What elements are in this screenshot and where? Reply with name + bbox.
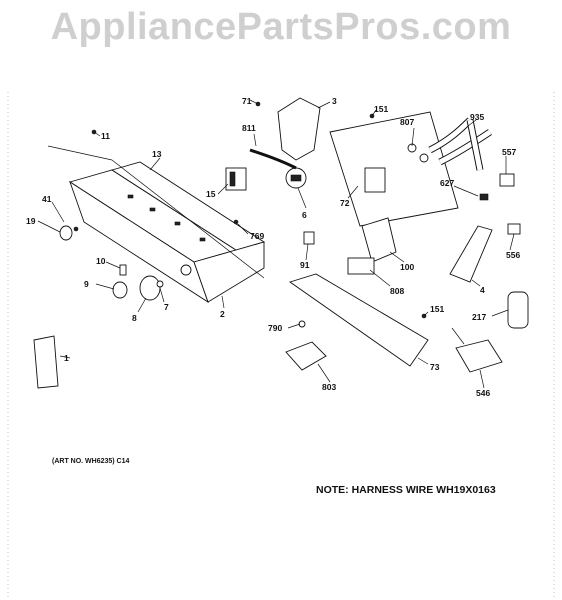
spring-9	[119, 264, 127, 276]
label-6: 7	[164, 302, 169, 312]
timer-part	[361, 217, 397, 263]
clip-6	[156, 280, 164, 288]
switch-part	[225, 167, 247, 191]
label-72: 72	[340, 198, 350, 208]
connector-557-part	[499, 173, 515, 187]
valve-part	[347, 257, 375, 275]
label-71: 71	[242, 96, 252, 106]
washer-807b	[419, 153, 429, 163]
part-labels: 11 13 41 19 10 9 8 7 1 2 15 811 71 3 6 7…	[26, 96, 520, 398]
stand-part	[449, 225, 493, 283]
knob-19	[59, 225, 73, 241]
label-807: 807	[400, 117, 414, 127]
label-803: 803	[322, 382, 336, 392]
knob-parts	[59, 225, 164, 301]
lower-panel-part	[288, 273, 429, 367]
harness-part	[455, 339, 503, 373]
backsplash-part	[329, 111, 459, 227]
art-number-caption: (ART NO. WH6235) C14	[52, 458, 130, 465]
label-7: 8	[132, 313, 137, 323]
inlet-hoses-part	[428, 117, 492, 171]
label-10: 6	[302, 210, 307, 220]
label-769: 769	[250, 231, 264, 241]
label-811: 811	[242, 123, 256, 133]
label-19: 19	[26, 216, 36, 226]
label-4: 4	[480, 285, 485, 295]
label-41: 41	[42, 194, 52, 204]
label-805: 808	[390, 286, 404, 296]
label-13: 13	[152, 149, 162, 159]
label-151-bottom: 151	[430, 304, 444, 314]
label-627: 627	[440, 178, 454, 188]
label-100: 100	[400, 262, 414, 272]
harness-wire-note: NOTE: HARNESS WIRE WH19X0163	[316, 484, 496, 496]
label-151-top: 151	[374, 104, 388, 114]
terminal-556-part	[507, 223, 521, 235]
clamp-627-part	[479, 193, 489, 201]
label-2: 2	[220, 309, 225, 319]
clip-91-part	[303, 231, 315, 245]
bracket-part	[277, 97, 321, 161]
label-1: 1	[64, 353, 69, 363]
label-546: 546	[476, 388, 490, 398]
label-790: 790	[268, 323, 282, 333]
label-217: 217	[472, 312, 486, 322]
knob-8	[112, 281, 128, 299]
label-9: 10	[96, 256, 106, 266]
label-15: 15	[206, 189, 216, 199]
dial-7	[139, 275, 161, 301]
control-panel-part	[47, 145, 266, 304]
label-808: 935	[470, 112, 484, 122]
manual-part	[33, 335, 59, 389]
label-91: 91	[300, 260, 310, 270]
duct-part	[285, 341, 327, 371]
hose-part	[249, 148, 297, 170]
label-556: 556	[506, 250, 520, 260]
leader-lines	[37, 99, 515, 389]
capacitor-part	[507, 291, 529, 329]
label-11: 11	[101, 131, 110, 141]
label-8: 9	[84, 279, 89, 289]
watermark-text: AppliancePartsPros.com	[50, 6, 512, 48]
label-557: 557	[502, 147, 516, 157]
screw-769	[233, 219, 239, 225]
label-73: 73	[430, 362, 440, 372]
label-3: 3	[332, 96, 337, 106]
